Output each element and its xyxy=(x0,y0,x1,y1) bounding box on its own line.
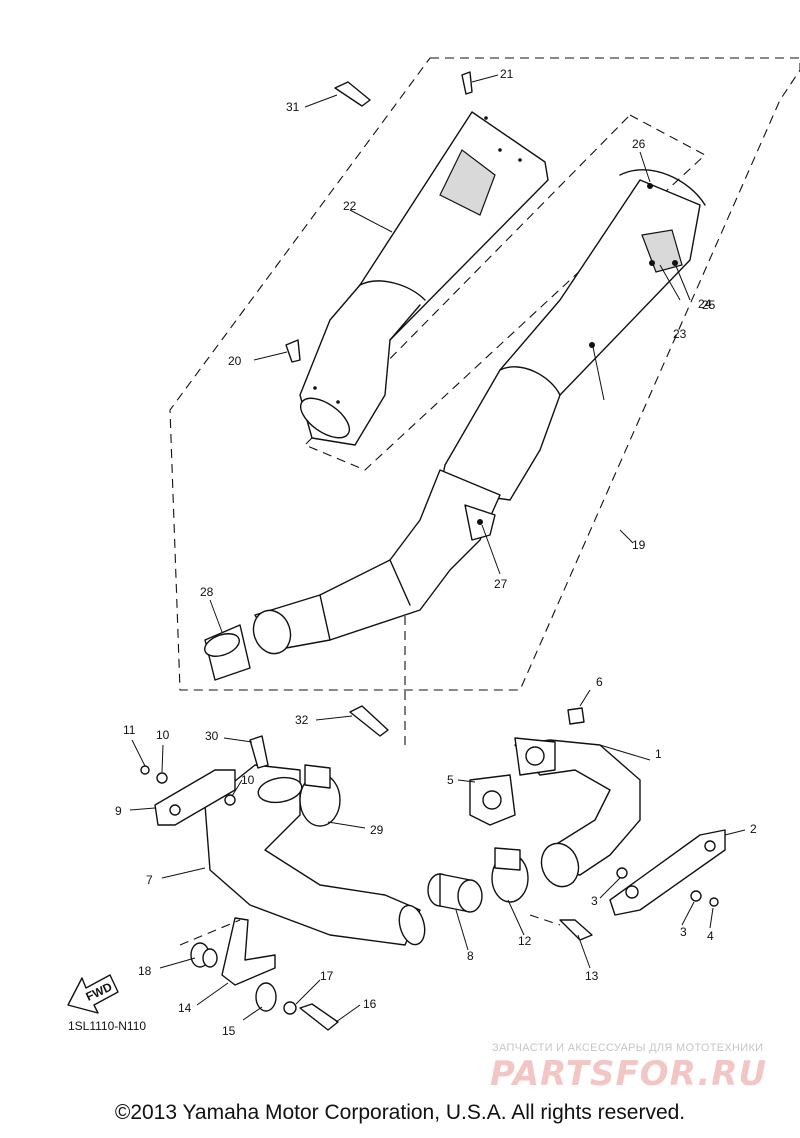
heat-shield-right-part xyxy=(609,829,726,916)
sleeve-part xyxy=(427,873,483,913)
callout-19: 19 xyxy=(632,538,646,552)
watermark-brand: PARTSFOR.RU xyxy=(490,1054,768,1094)
callout-25: 25 xyxy=(702,298,716,312)
callout-13: 13 xyxy=(585,969,599,983)
gasket-part xyxy=(469,774,516,826)
muffler-body-part xyxy=(439,169,706,501)
assembly-outline-24 xyxy=(304,114,706,471)
callout-15: 15 xyxy=(222,1024,236,1038)
watermark-subtitle: ЗАПЧАСТИ И АКСЕССУАРЫ ДЛЯ МОТОТЕХНИКИ xyxy=(492,1042,764,1054)
callout-3a: 3 xyxy=(591,894,598,908)
callout-28: 28 xyxy=(200,585,214,599)
callout-24: 24 xyxy=(698,297,712,311)
callout-21: 21 xyxy=(500,67,514,81)
callout-32: 32 xyxy=(295,713,309,727)
callout-14: 14 xyxy=(178,1001,192,1015)
callout-27: 27 xyxy=(494,577,508,591)
callout-6: 6 xyxy=(596,675,603,689)
callout-9: 9 xyxy=(115,804,122,818)
callout-30: 30 xyxy=(205,729,219,743)
callout-4: 4 xyxy=(707,929,714,943)
callout-23: 23 xyxy=(673,327,687,341)
header-pipe-part xyxy=(514,737,641,888)
clamp-left-part xyxy=(299,764,341,827)
fwd-arrow-icon: FWD xyxy=(67,974,119,1014)
callout-12: 12 xyxy=(518,934,532,948)
callout-10b: 10 xyxy=(241,773,255,787)
callout-numbers: 1 2 3 3 4 5 6 7 8 9 10 10 11 12 13 14 15… xyxy=(115,67,757,1038)
header-pipe-left-part xyxy=(204,764,426,946)
callout-3b: 3 xyxy=(680,925,687,939)
callout-11: 11 xyxy=(123,723,136,737)
callout-2: 2 xyxy=(750,822,757,836)
callout-5: 5 xyxy=(447,773,454,787)
callout-22: 22 xyxy=(343,199,357,213)
callout-7: 7 xyxy=(146,873,153,887)
callout-31: 31 xyxy=(286,100,300,114)
callout-10a: 10 xyxy=(156,728,170,742)
callout-26: 26 xyxy=(632,137,646,151)
clamp-right-part xyxy=(491,847,529,903)
leader-lines xyxy=(129,74,746,1023)
assembly-outline-19 xyxy=(169,57,800,691)
copyright-notice: ©2013 Yamaha Motor Corporation, U.S.A. A… xyxy=(114,1101,686,1124)
callout-20: 20 xyxy=(228,354,242,368)
callout-16: 16 xyxy=(363,997,377,1011)
callout-17: 17 xyxy=(320,969,334,983)
bracket-part xyxy=(221,917,276,986)
heat-shield-left-part xyxy=(154,769,236,826)
bolts-group xyxy=(140,71,719,1031)
callout-29: 29 xyxy=(370,823,384,837)
callout-8: 8 xyxy=(467,949,474,963)
mid-pipe-part xyxy=(204,469,501,681)
silencer-cover-part xyxy=(299,111,549,446)
collar-part xyxy=(190,942,218,968)
diagram-code: 1SL1110-N110 xyxy=(68,1019,146,1033)
callout-18: 18 xyxy=(138,964,152,978)
damper-part xyxy=(255,982,277,1012)
callout-1: 1 xyxy=(655,747,662,761)
